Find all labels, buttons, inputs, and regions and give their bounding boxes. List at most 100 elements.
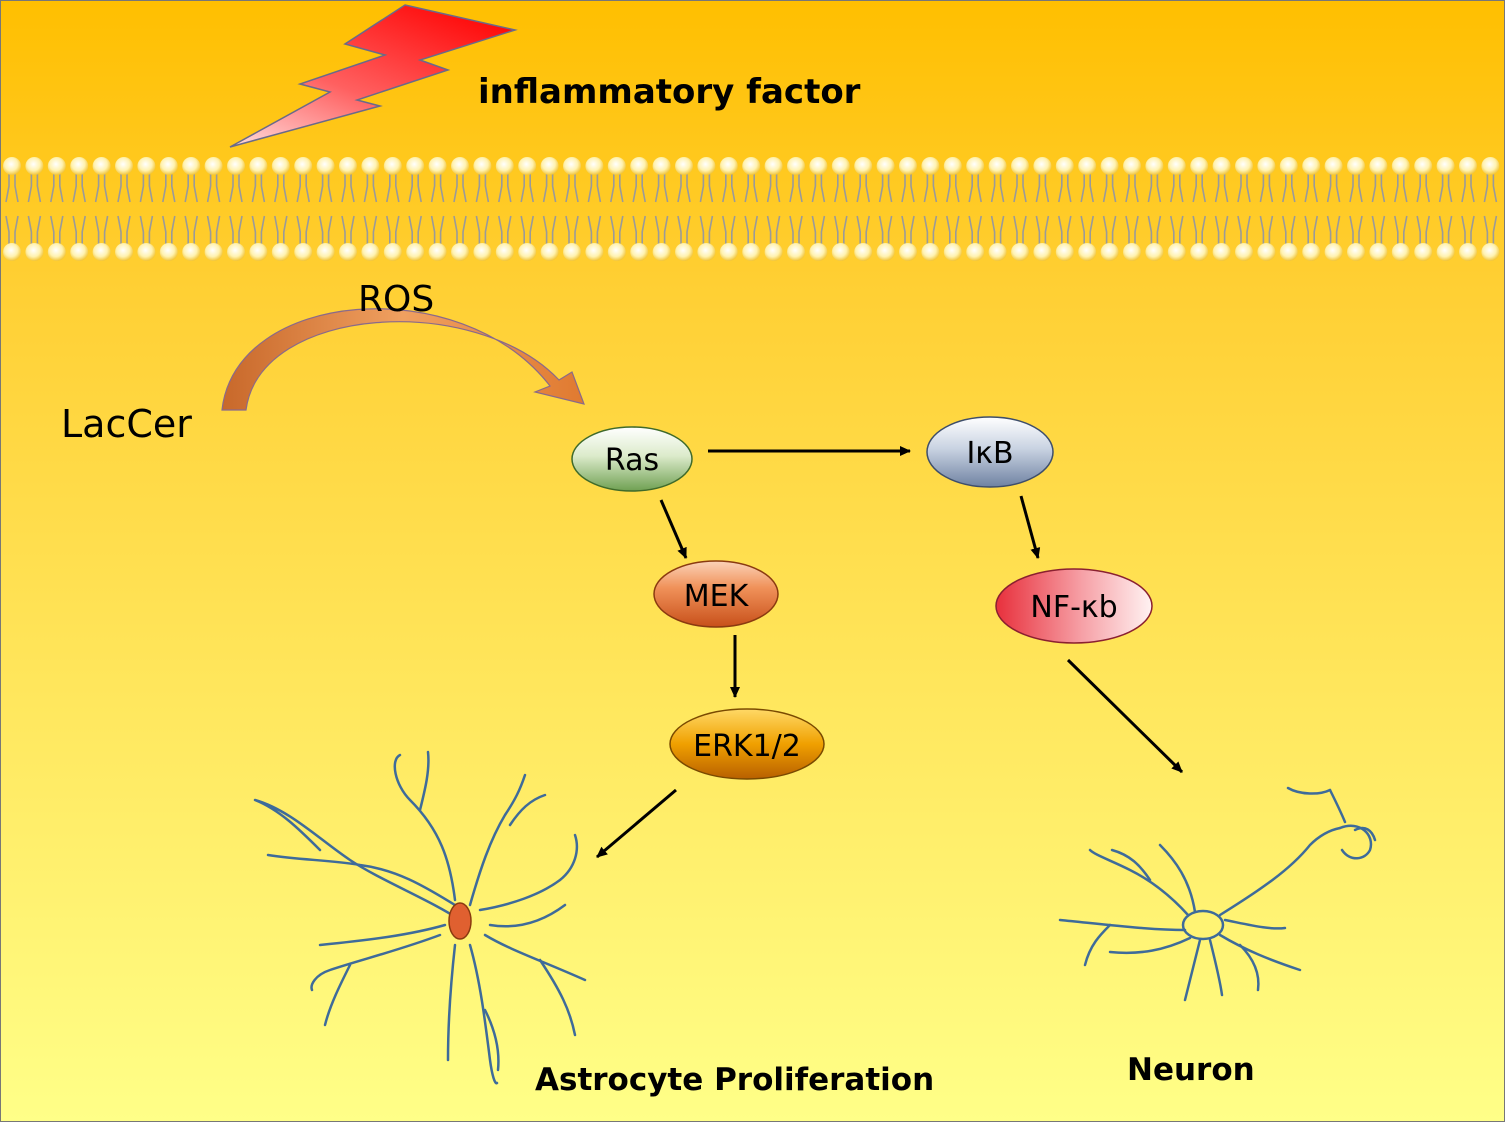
lipid-head [540,157,559,175]
lipid-head [1145,243,1164,261]
lipid-head [1391,243,1410,261]
lipid-head [1459,157,1477,175]
lipid-head [406,157,425,175]
lipid-head [1279,157,1298,175]
node-mek: MEK [653,560,779,628]
lipid-head [1279,243,1298,261]
lipid-head [182,157,201,175]
lipid-head [70,243,89,261]
lipid-head [1100,243,1119,261]
lipid-head [652,243,671,261]
lipid-head [92,157,111,175]
lipid-head [719,243,738,261]
node-ikb-label: IκB [966,436,1013,471]
lipid-head [115,243,133,261]
arrow-nfkb-to-neuron [1066,658,1184,774]
lipid-head [943,243,962,261]
node-nfkb: NF-κb [995,568,1153,644]
lipid-head [742,243,761,261]
lipid-head [227,157,245,175]
lipid-head [339,157,357,175]
lipid-head [227,243,245,261]
lipid-head [1123,157,1141,175]
lipid-head [92,243,111,261]
lipid-head [1212,243,1231,261]
lipid-head [204,157,223,175]
lipid-head [249,157,268,175]
lipid-head [831,243,850,261]
lipid-head [495,157,514,175]
lipid-head [1055,243,1074,261]
lipid-head [518,243,537,261]
lipid-head [271,243,290,261]
lipid-head [787,243,805,261]
lipid-head [47,157,66,175]
lipid-head [630,243,649,261]
lipid-head [899,157,917,175]
lipid-head [585,243,604,261]
node-ras-label: Ras [605,443,659,478]
lipid-head [1257,243,1276,261]
lipid-head [1078,157,1097,175]
lipid-head [1235,243,1253,261]
lipid-head [988,243,1007,261]
lipid-head [3,157,21,175]
node-erk-label: ERK1/2 [693,729,801,764]
lipid-head [115,157,133,175]
lipid-head [1033,157,1052,175]
lipid-head [361,157,380,175]
lipid-head [876,157,895,175]
lipid-head [137,157,156,175]
lipid-head [271,157,290,175]
lipid-head [1414,157,1433,175]
lightning-bolt-icon [229,4,518,148]
lipid-head [25,157,44,175]
lipid-head [1033,243,1052,261]
lipid-head [473,243,492,261]
lipid-head [921,243,940,261]
lipid-bilayer-icon [3,157,1500,261]
lipid-head [1212,157,1231,175]
lipid-head [764,243,783,261]
lipid-head [339,243,357,261]
lipid-head [294,157,313,175]
lipid-head [159,157,178,175]
arrow-erk-to-astrocyte [596,788,677,859]
lipid-head [1347,157,1365,175]
lipid-head [1302,243,1321,261]
lipid-head [204,243,223,261]
lipid-head [137,243,156,261]
lipid-head [1167,157,1186,175]
lipid-head [1190,243,1209,261]
inflammatory-factor-label: inflammatory factor [478,72,861,112]
lipid-head [1459,243,1477,261]
lipid-head [406,243,425,261]
lipid-head [652,157,671,175]
node-mek-label: MEK [684,579,750,614]
arrow-ras-to-mek [659,499,688,559]
lipid-head [943,157,962,175]
ros-arrow [221,308,585,411]
ros-label: ROS [358,279,434,320]
lipid-head [1391,157,1410,175]
arrow-ikb-to-nfkb [1019,495,1041,559]
astrocyte-proliferation-label: Astrocyte Proliferation [535,1062,934,1098]
lipid-head [697,243,716,261]
lipid-head [630,157,649,175]
neuron-icon [1058,786,1377,1002]
laccer-label: LacCer [61,402,192,446]
lipid-head [451,243,469,261]
lipid-head [809,157,828,175]
lipid-head [383,157,402,175]
lipid-head [1145,157,1164,175]
lipid-head [47,243,66,261]
lipid-head [1324,243,1343,261]
lipid-head [1257,157,1276,175]
lipid-head [876,243,895,261]
lipid-head [697,157,716,175]
node-nfkb-label: NF-κb [1030,590,1117,625]
lipid-head [159,243,178,261]
lipid-head [921,157,940,175]
lipid-head [316,157,335,175]
